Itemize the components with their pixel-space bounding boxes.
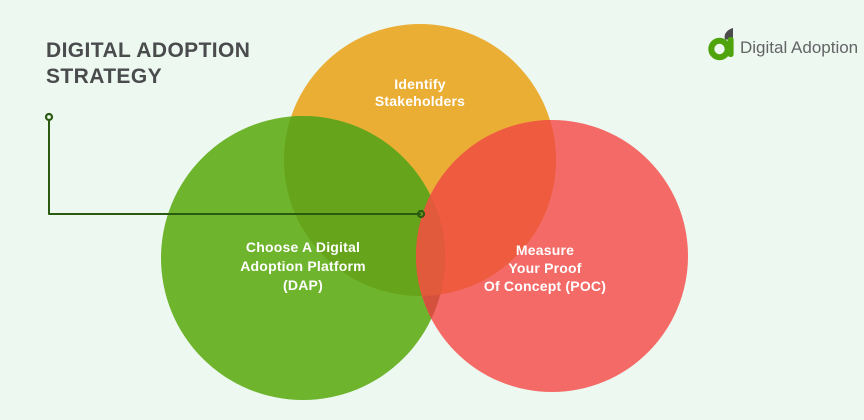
connector-start-dot xyxy=(44,112,54,122)
digital-adoption-a-leaf-icon xyxy=(708,28,734,61)
brand-logo: Digital Adoption xyxy=(708,27,858,61)
connector-end-dot xyxy=(416,209,426,219)
page-title: DIGITAL ADOPTION STRATEGY xyxy=(46,39,251,88)
label-measure-poc: Measure Your Proof Of Concept (POC) xyxy=(483,242,607,294)
label-choose-dap: Choose A Digital Adoption Platform (DAP) xyxy=(240,239,366,293)
label-identify-stakeholders: Identify Stakeholders xyxy=(374,76,466,109)
connector-line xyxy=(48,117,421,215)
brand-logo-text: Digital Adoption xyxy=(740,38,859,57)
